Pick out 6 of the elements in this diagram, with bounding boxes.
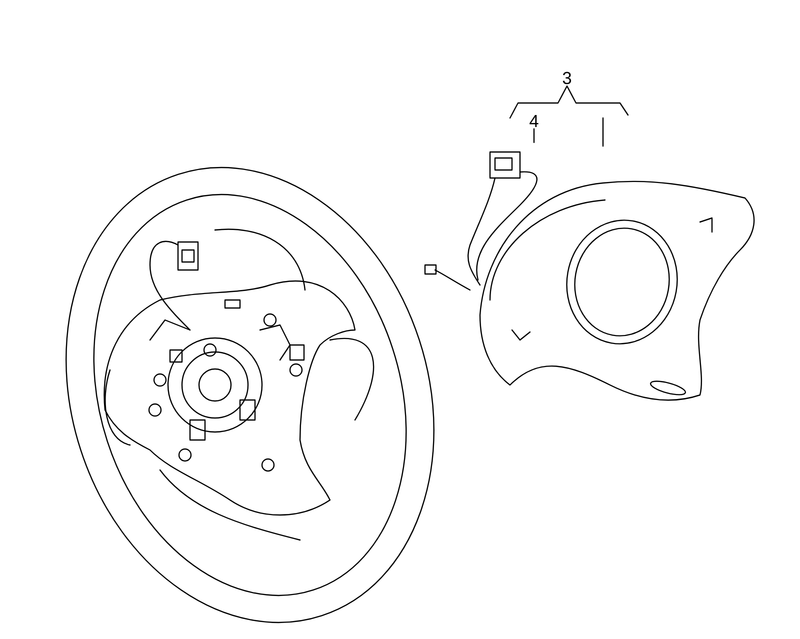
leader-line <box>533 128 535 143</box>
callout-number: 3 <box>562 72 572 84</box>
airbag-drawing <box>479 180 755 401</box>
connector-drawing <box>424 151 538 291</box>
callout-number: 4 <box>530 115 538 127</box>
leader-line <box>509 85 629 147</box>
